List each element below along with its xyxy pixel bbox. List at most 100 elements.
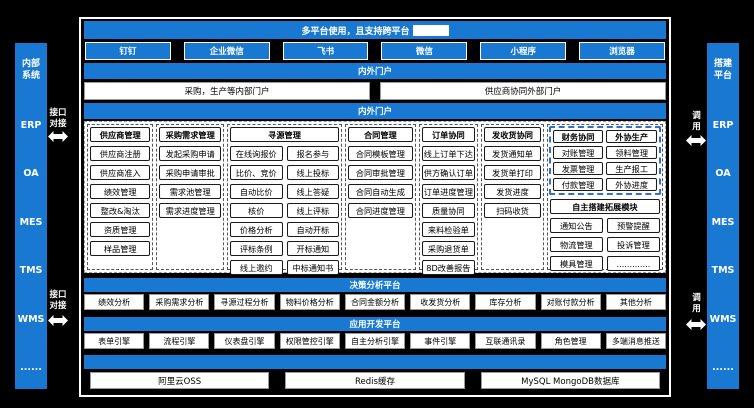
connector-label-invoke: 调用 <box>692 111 701 132</box>
sidebar-item-oa: OA <box>715 168 731 180</box>
module-cell: 中标通知书 <box>286 260 340 275</box>
main-frame: 多平台使用，且支持跨平台 钉钉 企业微信 飞书 微信 小程序 浏览器 内外门户 … <box>79 17 671 397</box>
sidebar-item-wms: WMS <box>709 313 737 325</box>
module-cell: 模具管理 <box>549 256 603 271</box>
analysis-cell: 对账付款分析 <box>540 294 601 310</box>
portal-bar-bottom: 内外门户 <box>84 103 666 119</box>
group-header: 自主搭建拓展模块 <box>549 199 660 214</box>
title-bar: 多平台使用，且支持跨平台 <box>84 21 666 39</box>
module-cell: 线上答疑 <box>286 184 340 199</box>
group-header: 供应商管理 <box>90 127 151 142</box>
module-cell: 线上邀约 <box>229 260 283 275</box>
module-cell: 报名参与 <box>286 146 340 161</box>
module-cell: 采购申请审批 <box>159 165 221 180</box>
module-cell: 投诉管理 <box>606 237 660 252</box>
group-demand: 采购需求管理 发起采购申请 采购申请审批 需求池管理 需求进度管理 <box>156 124 224 270</box>
module-cell: 质量协同 <box>421 203 476 218</box>
appdev-row: 表单引擎 流程引擎 仪表盘引擎 权限管控引擎 自主分析引擎 事件引擎 互联通讯录… <box>84 333 666 349</box>
module-cell: 需求进度管理 <box>159 203 221 218</box>
sidebar-item-mes: MES <box>19 216 43 228</box>
module-cell: 价格分析 <box>229 222 283 237</box>
double-arrow-icon <box>48 131 68 142</box>
sourcing-columns: 在线询报价 报名参与 比价、竞价 线上投标 自动比价 线上答疑 核价 线上评标 … <box>229 146 340 275</box>
module-cell: 合同进度管理 <box>348 203 413 218</box>
module-cell: 线上订单下达 <box>421 146 476 161</box>
module-cell: 订单进度管理 <box>421 184 476 199</box>
platform-wecom: 企业微信 <box>183 42 270 60</box>
module-cell: 发票管理 <box>552 162 604 175</box>
group-delivery: 发收货协同 发货通知单 发货单打印 发货进度 扫码收货 <box>481 124 544 270</box>
storage-database: MySQL MongoDB数据库 <box>480 372 660 389</box>
platform-miniprogram: 小程序 <box>480 42 567 60</box>
connector-label-interface: 接口对接 <box>49 290 67 311</box>
sidebar-item-mes: MES <box>711 216 735 228</box>
platform-feishu: 飞书 <box>282 42 369 60</box>
module-cell: 需求池管理 <box>159 184 221 199</box>
page-title: 多平台使用，且支持跨平台 <box>301 26 410 37</box>
analysis-cell: 合同金额分析 <box>344 294 406 310</box>
module-cell: 供应商准入 <box>90 165 151 180</box>
external-portal-button: 供应商协同外部门户 <box>380 82 666 100</box>
portal-bar-top: 内外门户 <box>84 63 666 79</box>
group-sourcing: 寻源管理 在线询报价 报名参与 比价、竞价 线上投标 自动比价 线上答疑 核价 … <box>226 124 343 275</box>
sidebar-item-erp: ERP <box>712 119 734 131</box>
appdev-platform-bar: 应用开发平台 <box>84 317 666 331</box>
module-cell: 通知公告 <box>549 218 603 233</box>
analysis-platform-bar: 决策分析平台 <box>84 278 666 292</box>
module-cell: 供方确认订单 <box>421 165 476 180</box>
analysis-row: 绩效分析 采购需求分析 寻源过程分析 物料价格分析 合同金额分析 收发货分析 库… <box>84 294 666 310</box>
module-cell: 评标条例 <box>229 241 283 256</box>
module-cell: ............. <box>606 256 660 271</box>
platform-wechat: 微信 <box>381 42 468 60</box>
appdev-cell: 自主分析引擎 <box>344 333 406 349</box>
group-contract: 合同管理 合同模板管理 合同审批管理 合同自动生成 合同进度管理 <box>345 124 416 270</box>
module-cell: 合同审批管理 <box>348 165 413 180</box>
module-cell: 样品管理 <box>90 241 151 256</box>
module-cell: 预警提醒 <box>606 218 660 233</box>
sidebar-internal-systems: 内部系统 ERP OA MES TMS WMS ...... <box>15 43 47 389</box>
module-cell: 整改&淘汰 <box>90 203 151 218</box>
appdev-cell: 多端消息推送 <box>605 333 666 349</box>
module-cell: 发货通知单 <box>484 146 541 161</box>
module-cell: 外协进度 <box>606 178 657 191</box>
appdev-cell: 流程引擎 <box>149 333 210 349</box>
analysis-cell: 库存分析 <box>475 294 536 310</box>
module-cell: 采购退货单 <box>421 241 476 256</box>
storage-platform-bar <box>84 355 666 369</box>
group-header: 外协生产 <box>606 130 657 143</box>
module-cell: 比价、竞价 <box>229 165 283 180</box>
sidebar-build-platform: 搭建平台 ERP OA MES TMS WMS ...... <box>707 43 739 389</box>
module-cell: 资质管理 <box>90 222 151 237</box>
module-grid: 供应商管理 供应商注册 供应商准入 绩效管理 整改&淘汰 资质管理 样品管理 采… <box>84 121 666 275</box>
analysis-cell: 收发货分析 <box>410 294 471 310</box>
analysis-cell: 寻源过程分析 <box>214 294 275 310</box>
sidebar-item-ellipsis: ...... <box>20 362 42 373</box>
platform-row: 钉钉 企业微信 飞书 微信 小程序 浏览器 <box>84 42 666 60</box>
group-supplier: 供应商管理 供应商注册 供应商准入 绩效管理 整改&淘汰 资质管理 样品管理 <box>87 124 154 270</box>
module-cell: 扫码收货 <box>484 203 541 218</box>
module-cell: 在线询报价 <box>229 146 283 161</box>
appdev-cell: 角色管理 <box>540 333 601 349</box>
appdev-cell: 仪表盘引擎 <box>214 333 275 349</box>
storage-oss: 阿里云OSS <box>90 372 270 389</box>
sidebar-item-oa: OA <box>23 168 39 180</box>
double-arrow-icon <box>686 319 706 330</box>
module-cell: 发起采购申请 <box>159 146 221 161</box>
analysis-cell: 采购需求分析 <box>149 294 210 310</box>
group-finance-outsource-extension: 财务协同 外协生产 对账管理 领料管理 发票管理 生产报工 付款管理 外协进度 … <box>546 124 663 271</box>
module-cell: 付款管理 <box>552 178 604 191</box>
analysis-cell: 物料价格分析 <box>279 294 340 310</box>
sidebar-item-tms: TMS <box>19 265 43 277</box>
highlighted-block: 财务协同 外协生产 对账管理 领料管理 发票管理 生产报工 付款管理 外协进度 <box>548 126 661 195</box>
sidebar-item-erp: ERP <box>20 119 42 131</box>
module-cell: 自动比价 <box>229 184 283 199</box>
module-cell: 发货进度 <box>484 184 541 199</box>
module-cell: 绩效管理 <box>90 184 151 199</box>
module-cell: 领料管理 <box>606 146 657 159</box>
group-header: 财务协同 <box>552 130 604 143</box>
double-arrow-icon <box>48 315 68 326</box>
connector-label-invoke: 调用 <box>692 293 701 314</box>
analysis-cell: 其他分析 <box>605 294 666 310</box>
storage-redis: Redis缓存 <box>285 372 465 389</box>
